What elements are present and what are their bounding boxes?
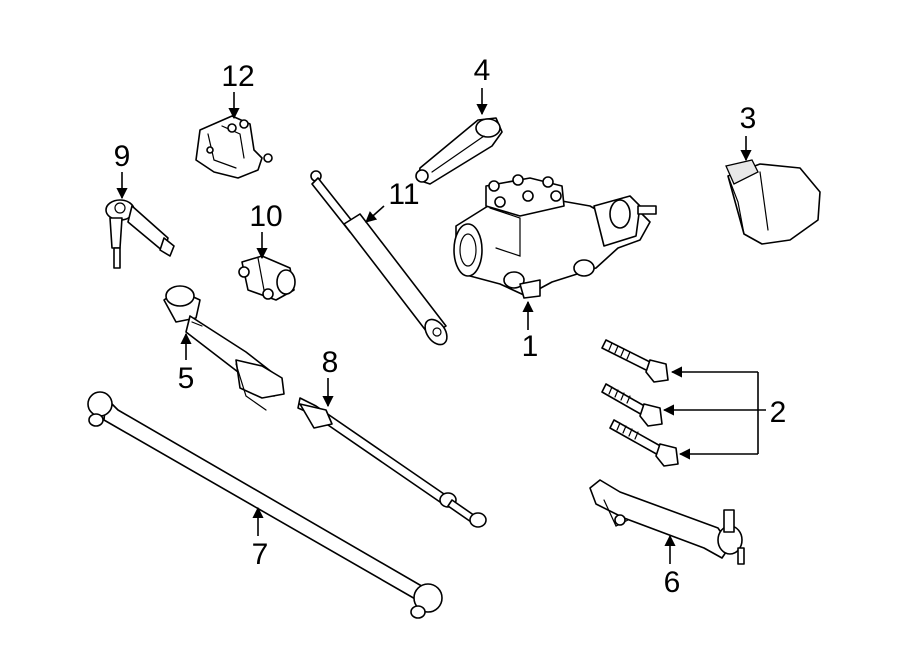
callout-11: 11 — [388, 178, 419, 211]
callout-10: 10 — [249, 200, 282, 233]
part-4-pitman-arm — [415, 117, 503, 185]
leader-2 — [662, 366, 766, 460]
callout-6: 6 — [664, 566, 681, 599]
leader-lines — [116, 88, 766, 564]
callout-3: 3 — [740, 102, 757, 135]
callout-1: 1 — [522, 330, 539, 363]
leader-11 — [365, 205, 385, 223]
part-1-steering-gear — [453, 174, 657, 299]
callout-5: 5 — [178, 362, 195, 395]
part-10-clamp — [238, 255, 296, 301]
part-6-tie-rod-end — [589, 479, 745, 565]
part-5-drag-link-end — [163, 285, 285, 411]
callout-labels: 12 9 10 11 4 3 1 2 5 8 7 6 — [114, 54, 787, 599]
part-8-drag-link — [297, 397, 487, 528]
bolt-middle — [601, 383, 663, 427]
callout-9: 9 — [114, 140, 131, 173]
part-9-tie-rod-end — [105, 199, 175, 269]
callout-7: 7 — [252, 538, 269, 571]
bolt-upper — [601, 339, 669, 383]
callout-4: 4 — [474, 54, 491, 87]
part-12-bracket — [195, 115, 273, 179]
part-3-cover — [725, 159, 821, 245]
part-2-bolts — [601, 339, 679, 467]
bolt-lower — [609, 419, 679, 467]
callout-8: 8 — [322, 346, 339, 379]
part-7-tie-rod — [87, 391, 443, 619]
part-11-steering-damper — [310, 170, 448, 346]
callout-2: 2 — [770, 396, 787, 429]
callout-12: 12 — [221, 60, 254, 93]
